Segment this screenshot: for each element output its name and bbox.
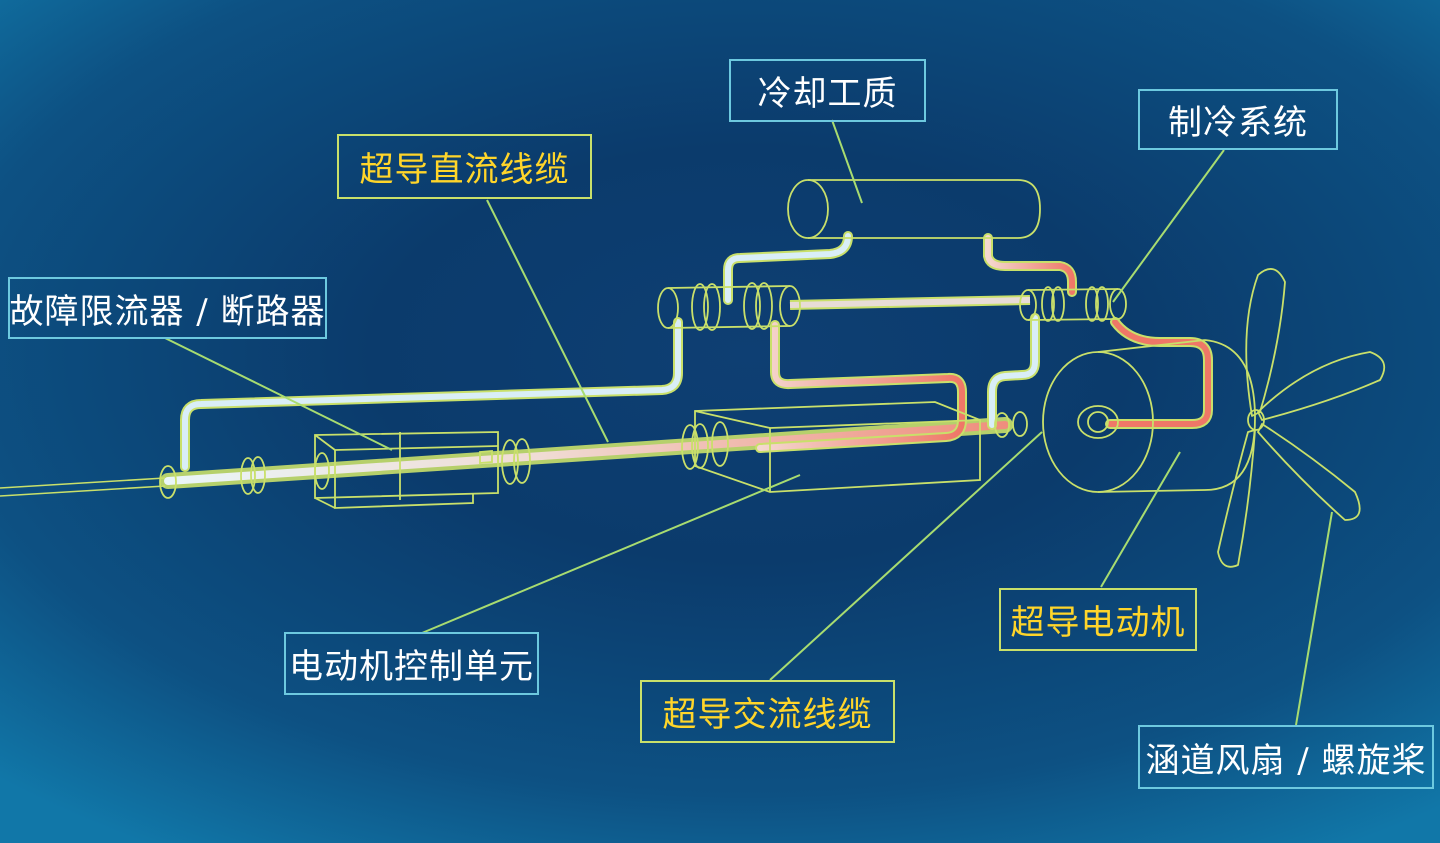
motor-label: 超导电动机 (999, 588, 1197, 651)
propeller (1217, 268, 1386, 568)
refrigeration-label: 制冷系统 (1138, 89, 1338, 150)
motor-control-label: 电动机控制单元 (284, 632, 539, 695)
warm-pipe-middle (755, 320, 967, 453)
coupling-cylinder (657, 282, 801, 331)
refrigeration-cylinder (1019, 286, 1127, 322)
fault-limiter-label: 故障限流器 / 断路器 (8, 277, 327, 339)
coolant-tank (787, 179, 1041, 239)
superconducting-motor (994, 339, 1256, 493)
fan-label: 涵道风扇 / 螺旋桨 (1138, 725, 1434, 789)
leader-lines (164, 119, 1333, 726)
warm-pipe-right (983, 233, 1213, 429)
dc-cable-label: 超导直流线缆 (337, 134, 592, 199)
cold-pipe-right (987, 313, 1040, 430)
shaft-line (0, 477, 166, 497)
cold-pipe-left (180, 231, 853, 472)
coolant-label: 冷却工质 (729, 59, 926, 122)
coupling-bar (789, 295, 1031, 310)
motor-control-box (694, 401, 981, 493)
ac-cable-label: 超导交流线缆 (640, 680, 895, 743)
dc-cable (160, 417, 1013, 489)
fault-limiter-box (314, 431, 499, 509)
